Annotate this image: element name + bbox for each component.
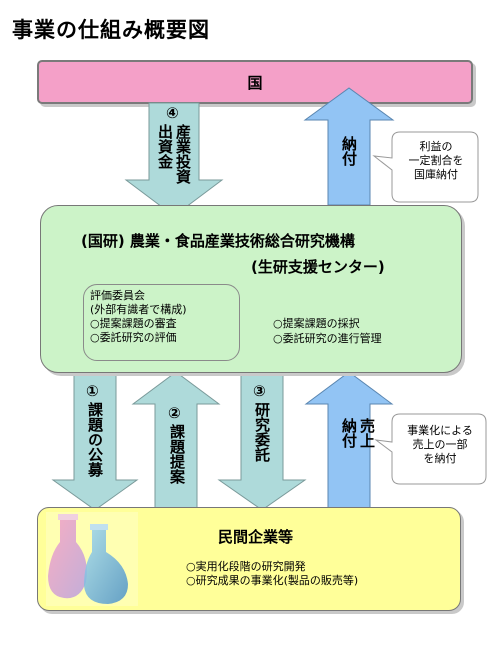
page-title: 事業の仕組み概要図 bbox=[12, 18, 210, 42]
committee-line: (外部有識者で構成) bbox=[90, 303, 187, 316]
arrow-sales-payment-up bbox=[304, 371, 394, 511]
callout-top-line: 一定割合を bbox=[408, 154, 464, 167]
minkan-line: ○実用化段階の研究開発 bbox=[186, 560, 306, 573]
callout-top-line: 国庫納付 bbox=[414, 168, 458, 181]
node-naro-subtitle: (生研支援センター) bbox=[251, 258, 385, 276]
arrow-investment-down bbox=[124, 102, 224, 217]
node-kuni: 国 bbox=[37, 60, 473, 104]
arrow-teian-up bbox=[131, 371, 221, 511]
committee-box: 評価委員会 (外部有識者で構成) ○提案課題の審査 ○委託研究の評価 bbox=[83, 284, 240, 361]
arrow-payment-up bbox=[303, 87, 395, 206]
committee-line: ○委託研究の評価 bbox=[90, 331, 177, 344]
callout-top-line: 利益の bbox=[419, 140, 453, 153]
arrow-teian-text: 課題提案 bbox=[168, 424, 186, 484]
node-minkan: 民間企業等 ○実用化段階の研究開発 ○研究成果の事業化(製品の販売等) bbox=[37, 507, 461, 611]
arrow-investment-number: ④ bbox=[166, 104, 179, 122]
arrow-koubo-number: ① bbox=[86, 382, 99, 400]
node-naro: (国研) 農業・食品産業技術総合研究機構 (生研支援センター) 評価委員会 (外… bbox=[40, 205, 462, 373]
arrow-payment-text: 納付 bbox=[340, 136, 358, 166]
naro-task: ○委託研究の進行管理 bbox=[273, 332, 382, 345]
arrow-teian-number: ② bbox=[168, 404, 181, 422]
callout-top-text: 利益の 一定割合を 国庫納付 bbox=[396, 140, 476, 182]
minkan-line: ○研究成果の事業化(製品の販売等) bbox=[186, 574, 359, 587]
arrow-itaku-text: 研究委託 bbox=[253, 402, 271, 462]
callout-bottom-bubble bbox=[374, 413, 487, 485]
committee-line: ○提案課題の審査 bbox=[90, 317, 177, 330]
lab-flask-icon bbox=[46, 512, 138, 606]
callout-bottom-line: 事業化による bbox=[407, 424, 473, 437]
arrow-itaku-number: ③ bbox=[253, 382, 266, 400]
node-minkan-title: 民間企業等 bbox=[218, 528, 294, 546]
naro-tasks: ○提案課題の採択 ○委託研究の進行管理 bbox=[273, 316, 382, 346]
committee-line: 評価委員会 bbox=[90, 289, 145, 302]
arrow-itaku-down bbox=[217, 371, 307, 511]
naro-task: ○提案課題の採択 bbox=[273, 317, 360, 330]
minkan-lines: ○実用化段階の研究開発 ○研究成果の事業化(製品の販売等) bbox=[186, 560, 358, 588]
arrow-sales-payment-text: 売上納付 bbox=[340, 418, 376, 448]
arrow-investment-label: ④ bbox=[166, 104, 179, 122]
callout-bottom-line: を納付 bbox=[423, 452, 457, 465]
arrow-koubo-down bbox=[51, 371, 139, 511]
arrow-investment-text: 産業投資出資金 bbox=[156, 124, 192, 184]
node-naro-title: (国研) 農業・食品産業技術総合研究機構 bbox=[81, 232, 355, 250]
node-kuni-label: 国 bbox=[247, 74, 263, 92]
callout-bottom-line: 売上の一部 bbox=[412, 438, 468, 451]
callout-bottom-text: 事業化による 売上の一部 を納付 bbox=[394, 424, 486, 466]
callout-top-bubble bbox=[372, 131, 479, 203]
arrow-koubo-text: 課題の公募 bbox=[86, 402, 104, 477]
